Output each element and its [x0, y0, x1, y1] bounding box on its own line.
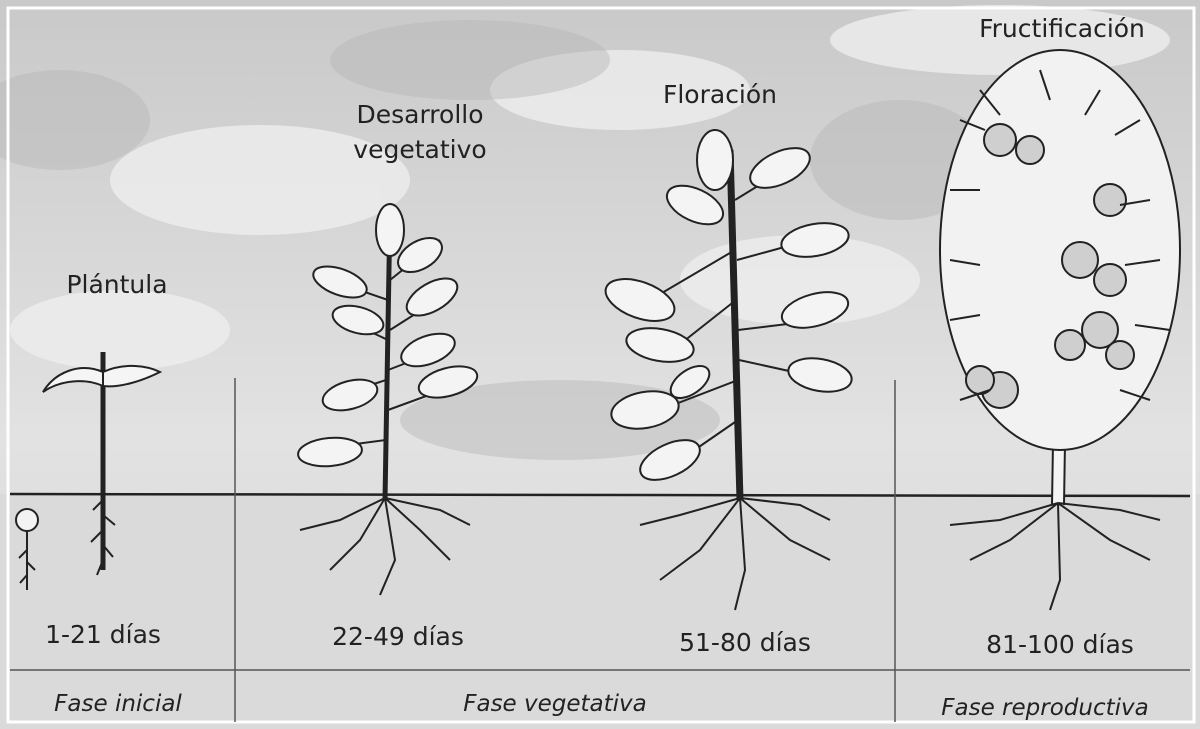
phase-label-reproductiva: Fase reproductiva	[941, 694, 1148, 722]
phase-label-vegetativa: Fase vegetativa	[463, 690, 647, 718]
stage-title-desarrollo-line2: vegetativo	[353, 135, 486, 165]
stage-title-plantula: Plántula	[66, 270, 167, 300]
phase-label-inicial: Fase inicial	[54, 690, 182, 718]
stage-title-desarrollo-line1: Desarrollo	[356, 100, 483, 130]
stage-title-fructificacion: Fructificación	[979, 14, 1145, 44]
days-label-floracion: 51-80 días	[679, 628, 811, 658]
days-label-plantula: 1-21 días	[45, 620, 161, 650]
stage-title-floracion: Floración	[663, 80, 777, 110]
days-label-desarrollo: 22-49 días	[332, 622, 464, 652]
days-label-fructificacion: 81-100 días	[986, 630, 1134, 660]
